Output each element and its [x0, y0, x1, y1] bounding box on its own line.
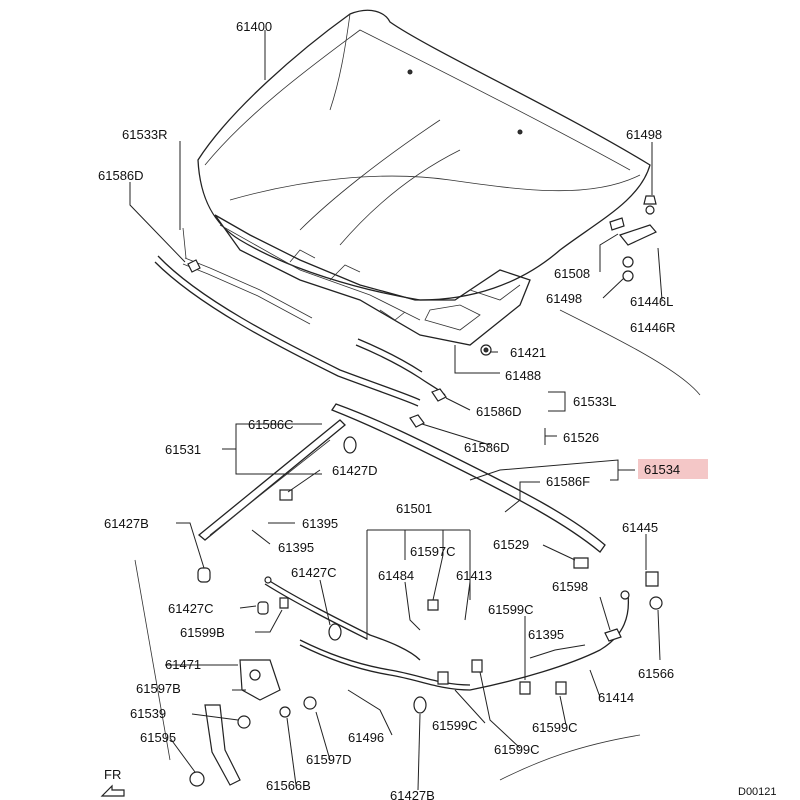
clip-61586d-top-left[interactable] [182, 227, 201, 273]
release-cable-61414[interactable] [299, 590, 630, 691]
callout-61599c-a[interactable]: 61599C [488, 602, 534, 617]
callout-61508[interactable]: 61508 [554, 266, 590, 281]
seal-61526[interactable] [331, 403, 606, 553]
callout-61599b[interactable]: 61599B [180, 625, 225, 640]
bumper-61427d[interactable] [279, 489, 293, 501]
callout-61599c-c[interactable]: 61599C [532, 720, 578, 735]
callout-61531[interactable]: 61531 [165, 442, 201, 457]
callout-61427c-top[interactable]: 61427C [291, 565, 337, 580]
callout-61539[interactable]: 61539 [130, 706, 166, 721]
callout-61501[interactable]: 61501 [396, 501, 432, 516]
bumper-61427c-left[interactable] [257, 601, 269, 615]
clip-61586d-low[interactable] [409, 414, 425, 428]
callout-61496[interactable]: 61496 [348, 730, 384, 745]
callout-61414[interactable]: 61414 [598, 690, 634, 705]
callout-61534[interactable]: 61534 [644, 462, 680, 477]
weatherstrip-61533r[interactable] [154, 255, 421, 407]
callout-61395-b[interactable]: 61395 [278, 540, 314, 555]
callout-61395-a[interactable]: 61395 [302, 516, 338, 531]
clip-61599c-d[interactable] [471, 659, 483, 673]
callout-61586c[interactable]: 61586C [248, 417, 294, 432]
body-outline [499, 734, 641, 781]
clip-61445[interactable] [645, 571, 659, 587]
callout-61427b-left[interactable]: 61427B [104, 516, 149, 531]
callout-labels: 61400 61533R 61586D 61498 61508 61498 61… [98, 19, 680, 800]
leader-lines [129, 30, 663, 791]
callout-61597c-top[interactable]: 61597C [410, 544, 456, 559]
bumper-61427b-bottom[interactable] [413, 696, 427, 714]
bumper-61427b-left[interactable] [197, 567, 211, 583]
body-outline [559, 309, 701, 396]
drawing-id: D00121 [738, 786, 777, 798]
callout-61445[interactable]: 61445 [622, 520, 658, 535]
callout-61597d[interactable]: 61597D [306, 752, 352, 767]
direction-label: FR [104, 767, 121, 782]
callout-61526[interactable]: 61526 [563, 430, 599, 445]
hinge-61446[interactable] [609, 217, 657, 282]
callout-61427d[interactable]: 61427D [332, 463, 378, 478]
callout-61599c-d[interactable]: 61599C [494, 742, 540, 757]
body-outline [134, 559, 171, 761]
callout-61421[interactable]: 61421 [510, 345, 546, 360]
callout-61529[interactable]: 61529 [493, 537, 529, 552]
clip-61566-right[interactable] [649, 596, 663, 610]
callout-61586f[interactable]: 61586F [546, 474, 590, 489]
clip-61421[interactable] [480, 344, 492, 356]
callout-61599c-b[interactable]: 61599C [432, 718, 478, 733]
bumper-61427c-top[interactable] [328, 623, 342, 641]
callout-61400[interactable]: 61400 [236, 19, 272, 34]
callout-61446r[interactable]: 61446R [630, 320, 676, 335]
callout-61598[interactable]: 61598 [552, 579, 588, 594]
front-direction-indicator: FR [100, 767, 125, 797]
callout-61471[interactable]: 61471 [165, 657, 201, 672]
callout-61395-c[interactable]: 61395 [528, 627, 564, 642]
callout-61488[interactable]: 61488 [505, 368, 541, 383]
callout-61566b[interactable]: 61566B [266, 778, 311, 793]
callout-61484[interactable]: 61484 [378, 568, 414, 583]
clip-61599c-a[interactable] [519, 681, 531, 695]
callout-61597b[interactable]: 61597B [136, 681, 181, 696]
callout-61498-top[interactable]: 61498 [626, 127, 662, 142]
callout-61413[interactable]: 61413 [456, 568, 492, 583]
clip-61598[interactable] [604, 628, 622, 642]
bolt-61597d[interactable] [303, 696, 317, 710]
latch-61471[interactable] [204, 659, 281, 786]
clip-61599b[interactable] [279, 597, 289, 609]
bolt-61498-top[interactable] [643, 195, 657, 215]
clip-61599c-c[interactable] [437, 671, 449, 685]
callout-61427c-left[interactable]: 61427C [168, 601, 214, 616]
cable-61501[interactable] [264, 576, 421, 661]
clip-61586d-mid[interactable] [431, 388, 447, 402]
callout-61566-right[interactable]: 61566 [638, 666, 674, 681]
bolt-61595[interactable] [189, 771, 205, 787]
callout-61533r[interactable]: 61533R [122, 127, 168, 142]
clip-61566b[interactable] [279, 706, 291, 718]
strip-61488[interactable] [355, 338, 446, 396]
hood-panel[interactable] [197, 9, 651, 346]
callout-61595[interactable]: 61595 [140, 730, 176, 745]
clip-61599c-b[interactable] [555, 681, 567, 695]
callout-61534-highlight [638, 459, 708, 479]
callout-61498-mid[interactable]: 61498 [546, 291, 582, 306]
callout-61446l[interactable]: 61446L [630, 294, 673, 309]
callout-61427b-bottom[interactable]: 61427B [390, 788, 435, 800]
front-arrow-icon [100, 784, 125, 797]
clip-61529[interactable] [573, 557, 589, 569]
seal-61531[interactable] [197, 419, 357, 541]
callout-61586d-top-left[interactable]: 61586D [98, 168, 144, 183]
callout-61586d-low[interactable]: 61586D [464, 440, 510, 455]
callout-61533l[interactable]: 61533L [573, 394, 616, 409]
callout-61586d-mid[interactable]: 61586D [476, 404, 522, 419]
bolt-61597c[interactable] [427, 599, 439, 611]
